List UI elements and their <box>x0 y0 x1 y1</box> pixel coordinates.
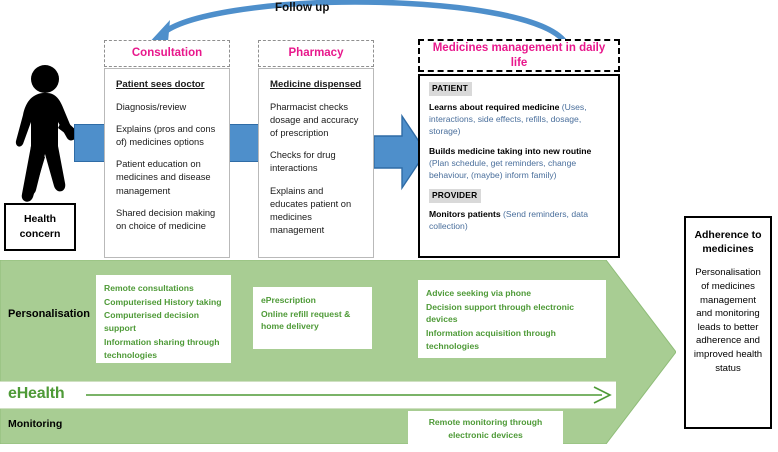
ehealth-arrow-icon <box>86 386 612 404</box>
daily-item-lead: Builds medicine taking into new routine <box>429 145 592 156</box>
stage-header-consultation: Consultation <box>104 40 230 67</box>
personalisation-card-pharmacy: ePrescription Online refill request & ho… <box>253 287 372 349</box>
role-tag-patient: PATIENT <box>429 82 472 96</box>
daily-item-lead: Learns about required medicine <box>429 101 562 112</box>
personalisation-line: Computerised decision support <box>104 310 200 334</box>
pharmacy-item: Pharmacist checks dosage and accuracy of… <box>270 101 359 138</box>
personalisation-line: Computerised History taking <box>104 296 222 307</box>
pharmacy-item: Explains and educates patient on medicin… <box>270 185 352 236</box>
consultation-item: Diagnosis/review <box>116 101 187 112</box>
daily-item-lead: Monitors patients <box>429 208 504 219</box>
pharmacy-item: Checks for drug interactions <box>270 150 336 174</box>
consultation-item: Patient education on medicines and disea… <box>116 159 211 196</box>
stage-header-pharmacy: Pharmacy <box>258 40 374 67</box>
stage-body-daily-life: PATIENT Learns about required medicine (… <box>418 74 620 258</box>
daily-patient-item: Learns about required medicine (Uses, in… <box>429 101 610 137</box>
adherence-outcome-box: Adherence to medicines Personalisation o… <box>684 216 772 429</box>
personalisation-card-daily-life: Advice seeking via phone Decision suppor… <box>418 280 606 358</box>
arrow-pharmacy-to-daily-life-icon <box>373 113 427 191</box>
adherence-text: Personalisation of medicines management … <box>693 267 763 374</box>
stage-body-pharmacy: Medicine dispensed Pharmacist checks dos… <box>258 68 374 258</box>
stage-header-daily-life: Medicines management in daily life <box>418 39 620 72</box>
personalisation-line: Information sharing through technologies <box>104 336 220 360</box>
adherence-title: Adherence to medicines <box>694 229 762 256</box>
monitoring-card: Remote monitoring through electronic dev… <box>408 411 563 446</box>
daily-item-detail: (Plan schedule, get reminders, change be… <box>429 157 577 180</box>
daily-item-detail: (Send reminders, data collection) <box>429 208 589 231</box>
personalisation-label: Personalisation <box>8 308 90 320</box>
personalisation-line: ePrescription <box>261 295 316 305</box>
consultation-item: Explains (pros and cons of) medicines op… <box>116 123 216 147</box>
daily-patient-item: Builds medicine taking into new routine … <box>429 145 610 181</box>
daily-item-detail: (Uses, interactions, side effects, refil… <box>429 101 587 136</box>
consultation-item: Shared decision making on choice of medi… <box>116 207 216 231</box>
personalisation-card-consultation: Remote consultations Computerised Histor… <box>96 275 231 363</box>
monitoring-label: Monitoring <box>8 418 63 430</box>
stage-body-consultation: Patient sees doctor Diagnosis/review Exp… <box>104 68 230 258</box>
ehealth-label: eHealth <box>8 385 65 402</box>
followup-label: Follow up <box>275 2 330 14</box>
personalisation-line: Decision support through electronic devi… <box>426 301 575 325</box>
consultation-subhead: Patient sees doctor <box>116 79 205 90</box>
connector-health-to-consultation <box>74 124 106 162</box>
personalisation-line: Information acquisition through technolo… <box>426 328 556 351</box>
connector-consultation-to-pharmacy <box>228 124 260 162</box>
health-concern-box: Health concern <box>4 203 76 251</box>
walking-person-icon <box>15 65 81 202</box>
pharmacy-subhead: Medicine dispensed <box>270 79 362 90</box>
daily-provider-item: Monitors patients (Send reminders, data … <box>429 208 610 232</box>
personalisation-line: Advice seeking via phone <box>426 288 532 298</box>
personalisation-line: Remote consultations <box>104 283 194 293</box>
personalisation-line: Online refill request & home delivery <box>261 308 351 332</box>
role-tag-provider: PROVIDER <box>429 188 482 203</box>
